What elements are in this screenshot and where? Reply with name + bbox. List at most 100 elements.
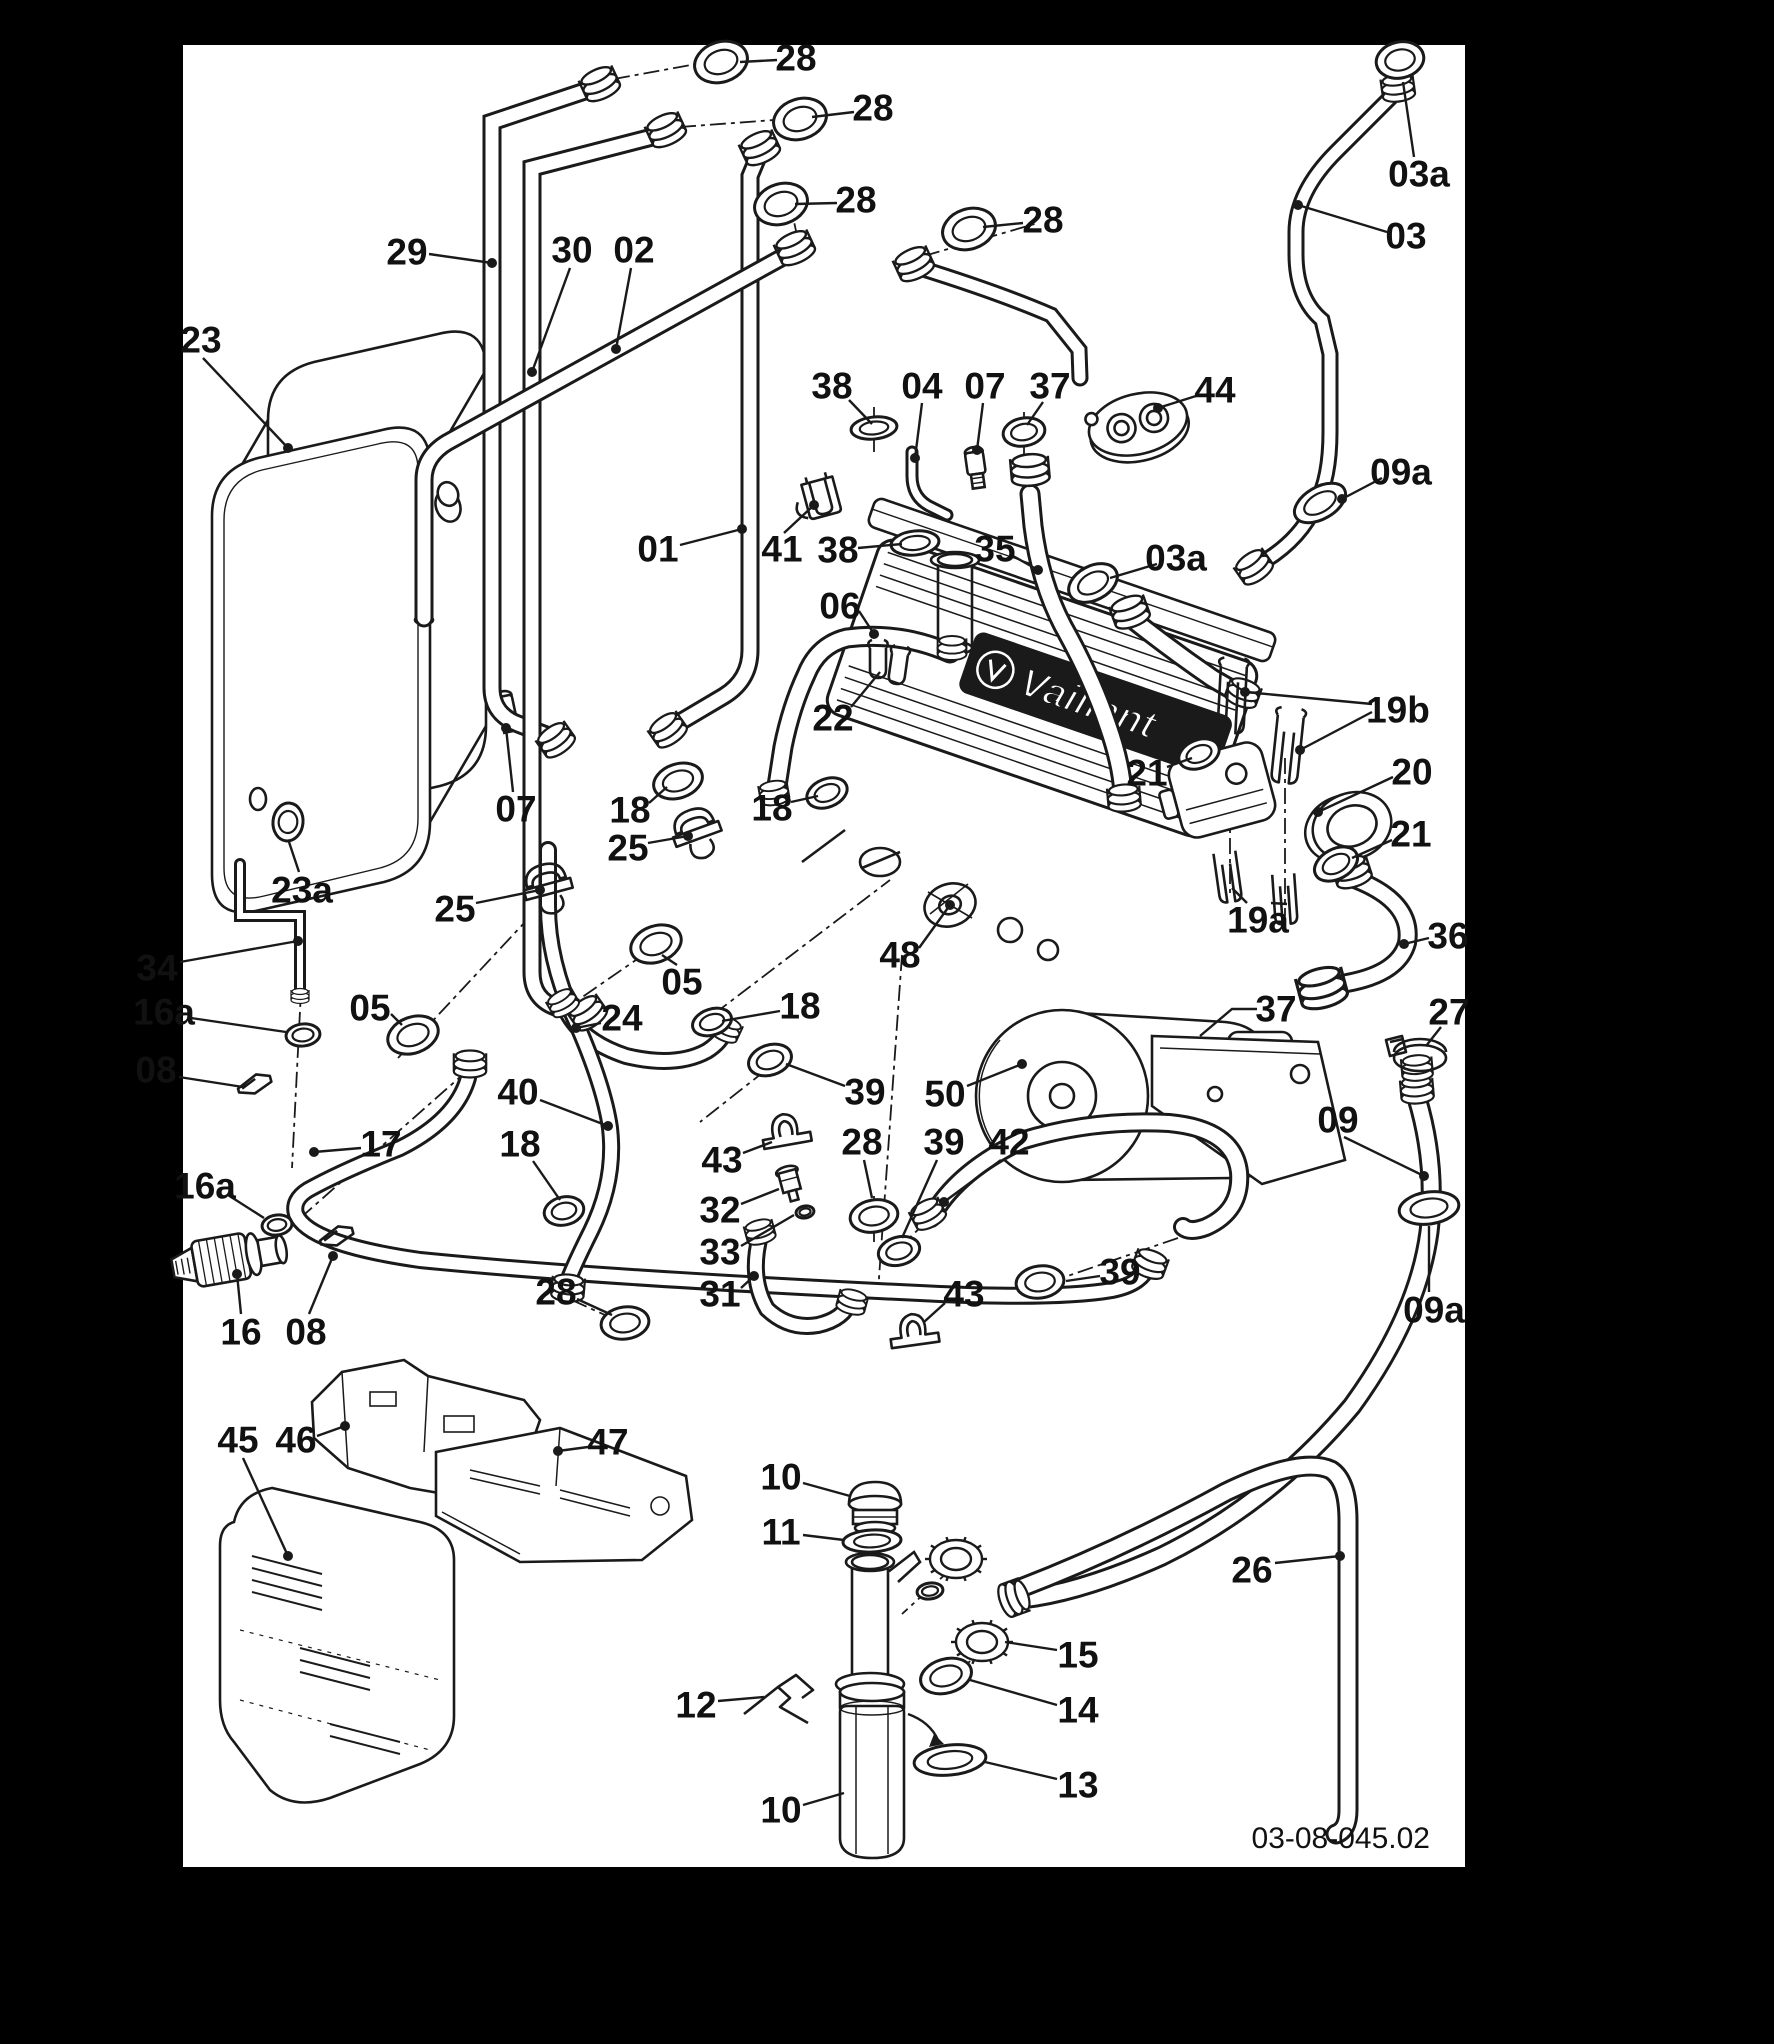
callout-number: 31	[699, 1274, 740, 1315]
leader-dot	[487, 258, 497, 268]
o-ring	[841, 1528, 903, 1554]
callout-02: 02	[611, 230, 655, 354]
leader-line	[202, 357, 289, 449]
o-ring	[1374, 40, 1426, 80]
pipe-fitting	[737, 129, 782, 167]
callout-number: 15	[1057, 1635, 1098, 1676]
callout-number: 38	[811, 366, 852, 407]
fork-shape	[1212, 850, 1243, 904]
o-ring-inner	[1384, 48, 1416, 72]
leader-line	[1341, 476, 1383, 501]
cover-47	[434, 1426, 694, 1564]
leader-line	[717, 1695, 765, 1703]
fitting-ring	[1138, 1248, 1168, 1265]
o-ring	[747, 1042, 793, 1078]
clip-bracket08	[236, 1073, 273, 1095]
callout-number: 18	[609, 790, 650, 831]
callout-number: 34	[136, 948, 178, 989]
callout-number: 50	[924, 1074, 965, 1115]
callout-number: 45	[217, 1420, 258, 1461]
o-ring	[912, 1743, 988, 1777]
callout-18: 18	[751, 788, 819, 829]
clip-fork	[1212, 850, 1243, 904]
o-ring-inner	[858, 1205, 890, 1227]
forklong-shape	[1216, 656, 1251, 735]
fitting-ring	[894, 245, 927, 266]
callout-47: 47	[553, 1422, 629, 1463]
assembly-axis	[901, 1547, 975, 1615]
o-ring-inner	[885, 1241, 913, 1261]
callout-31: 31	[699, 1271, 759, 1315]
callout-number: 28	[852, 88, 893, 129]
leader-line	[966, 1062, 1023, 1088]
leader-line	[811, 110, 855, 119]
o-ring-inner	[1076, 570, 1110, 596]
o-ring-inner	[291, 1027, 315, 1043]
callout-09a: 09a	[1337, 452, 1432, 504]
leader-line	[1231, 887, 1248, 904]
part-04-elbow-core	[908, 448, 951, 519]
callout-28: 28	[794, 180, 877, 221]
callout-09a: 09a	[1403, 1226, 1465, 1331]
callout-number: 26	[1231, 1550, 1272, 1591]
valve-cluster-48	[801, 828, 1060, 962]
clamp25-shape	[522, 862, 575, 915]
clips-layer	[236, 471, 1448, 1725]
callout-30: 30	[527, 230, 593, 377]
o-ring-inner	[1303, 490, 1337, 516]
leader-line	[975, 402, 985, 451]
callout-03: 03	[1293, 200, 1427, 257]
leader-dot	[293, 936, 303, 946]
leader-line	[1199, 1007, 1257, 1037]
pipe-fitting	[290, 987, 310, 1005]
callout-number: 36	[1427, 916, 1468, 957]
leader-dot	[309, 1147, 319, 1157]
leader-line	[539, 1098, 609, 1128]
callout-03a: 03a	[1388, 81, 1450, 195]
o-ring-inner	[396, 1022, 430, 1048]
callout-28: 28	[811, 88, 894, 129]
leader-line	[1166, 756, 1193, 769]
callout-25: 25	[434, 885, 545, 930]
callout-number: 03a	[1145, 538, 1207, 579]
lock-nut-tooth	[962, 1575, 967, 1582]
callout-number: 22	[812, 698, 853, 739]
callout-number: 39	[923, 1122, 964, 1163]
lock-nut-tooth	[1001, 1627, 1008, 1633]
leader-dot	[1337, 494, 1347, 504]
callout-50: 50	[924, 1059, 1027, 1115]
leader-line	[862, 1159, 874, 1199]
callout-number: 37	[1029, 366, 1070, 407]
o-ring	[941, 206, 997, 252]
leader-line	[475, 888, 541, 905]
callout-26: 26	[1231, 1550, 1345, 1591]
callout-number: 43	[701, 1140, 742, 1181]
callout-number: 30	[551, 230, 592, 271]
callout-number: 18	[499, 1124, 540, 1165]
clip-clamp25	[671, 807, 723, 860]
lock-nut-tooth	[945, 1536, 950, 1543]
callout-number: 06	[819, 586, 860, 627]
o-ring-inner	[661, 769, 695, 793]
doc-number: 03-08-045.02	[1252, 1822, 1430, 1855]
callout-10: 10	[760, 1457, 851, 1498]
o-ring-inner	[266, 1218, 288, 1232]
lock-nut-tooth	[962, 1536, 967, 1543]
callout-number: 05	[349, 988, 390, 1029]
assembly-axis	[1055, 1237, 1179, 1281]
o-ring-inner	[1024, 1271, 1056, 1293]
callout-number: 07	[964, 366, 1005, 407]
leader-line	[1425, 1026, 1442, 1047]
leader-line	[984, 1760, 1058, 1781]
assembly-axis	[679, 119, 775, 128]
callout-number: 47	[587, 1422, 628, 1463]
callout-number: 28	[535, 1272, 576, 1313]
clip43-shape	[889, 1312, 941, 1350]
callout-04: 04	[901, 366, 943, 463]
leader-line	[661, 954, 678, 966]
callout-20: 20	[1313, 752, 1433, 817]
leader-dot	[1240, 687, 1250, 697]
callout-12: 12	[675, 1685, 765, 1726]
o-ring-inner	[639, 931, 673, 957]
